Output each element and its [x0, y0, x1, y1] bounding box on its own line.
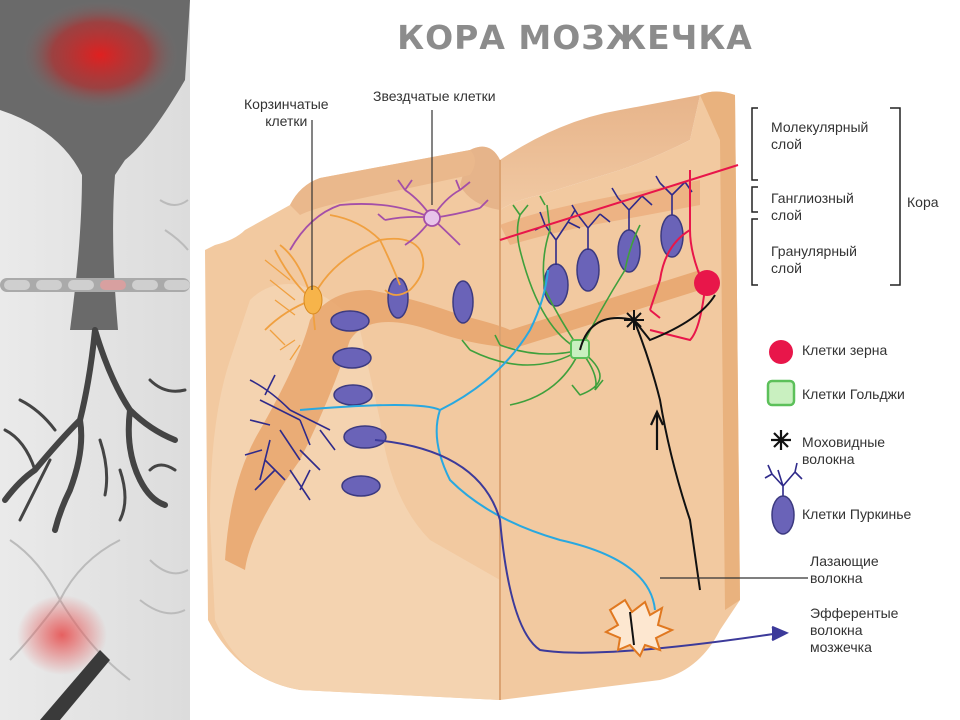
mossy-fiber [579, 294, 716, 591]
purkinje-cell-icon [764, 462, 803, 535]
stellate-cell [289, 179, 489, 251]
purkinje-cell [332, 347, 372, 369]
granular-layer-label: Гранулярный слой [771, 243, 857, 276]
purkinje-cell [333, 384, 373, 406]
purkinje-cell [452, 280, 474, 324]
neuron-illustration [0, 0, 190, 720]
purkinje-cell [341, 475, 381, 497]
purkinje-cell [660, 214, 684, 258]
legend-golgi-label: Клетки Гольджи [802, 386, 905, 402]
golgi-cell-icon [766, 379, 796, 407]
stellate-cells-label: Звездчатые клетки [373, 88, 496, 104]
legend-granule-label: Клетки зерна [802, 342, 888, 358]
purkinje-dendrites [244, 175, 693, 501]
basket-cell [264, 214, 425, 361]
myelin-sheath [0, 278, 190, 292]
purkinje-cell [576, 248, 600, 292]
page-title: КОРА МОЗЖЕЧКА [397, 18, 753, 57]
efferent-fibers-label: Эфферентые волокна мозжечка [810, 605, 899, 655]
legend-mossy-label: Моховидные волокна [802, 434, 886, 467]
purkinje-cell [330, 310, 370, 332]
basket-cells-label: Корзинчатые клетки [244, 96, 329, 129]
climbing-fiber [299, 269, 656, 611]
mossy-fiber-icon [771, 430, 791, 450]
cortex-label: Кора [907, 194, 939, 210]
ganglionic-layer-label: Ганглиозный слой [771, 190, 854, 223]
molecular-layer-label: Молекулярный слой [771, 119, 869, 152]
granule-cell [694, 270, 720, 296]
climbing-fiber-origin [603, 598, 675, 658]
cerebellar-cortex-diagram [205, 91, 901, 700]
mossy-rosette [624, 310, 644, 330]
legend-purkinje-label: Клетки Пуркинье [802, 506, 912, 522]
purkinje-cell [343, 425, 387, 449]
efferent-fiber [374, 439, 781, 654]
granule-cell-icon [769, 340, 793, 364]
purkinje-cell [387, 277, 409, 319]
climbing-fibers-label: Лазающие волокна [810, 553, 879, 586]
